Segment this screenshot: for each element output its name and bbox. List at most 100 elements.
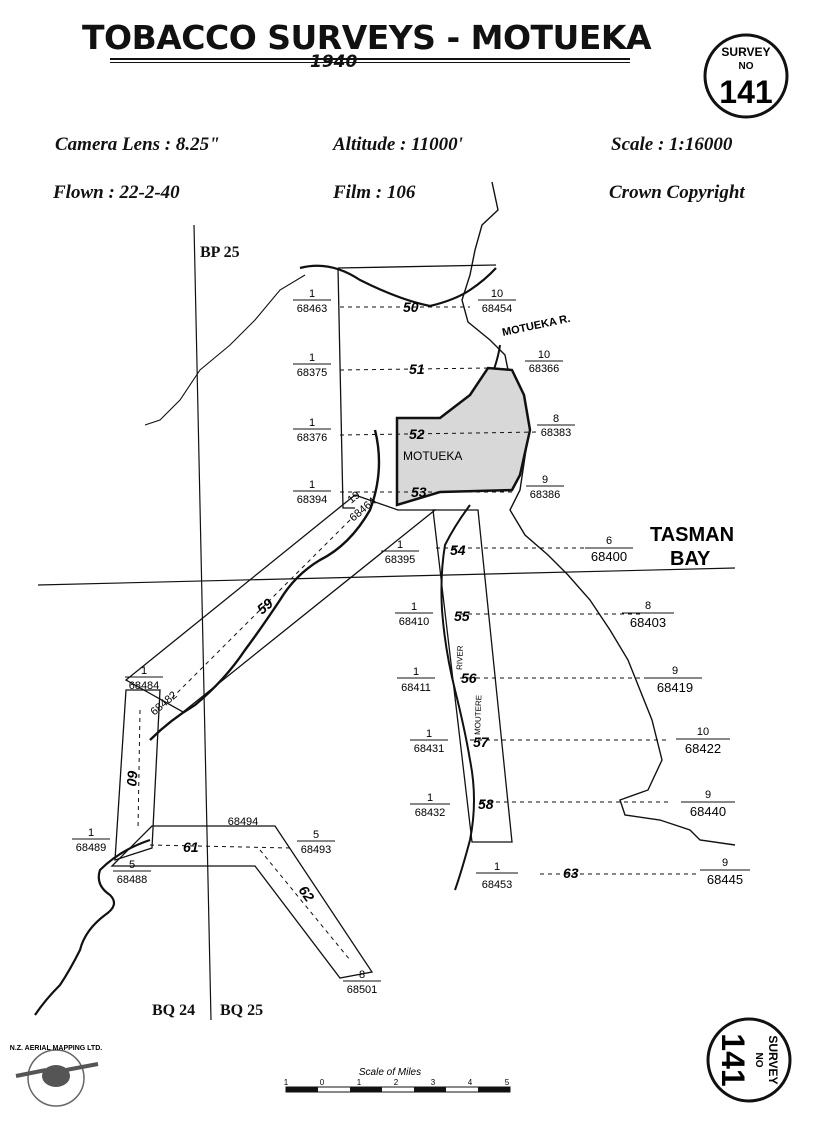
- scale: Scale : 1:16000: [611, 134, 733, 155]
- scale-tick: 3: [431, 1078, 436, 1087]
- bay-label-bay: BAY: [670, 548, 711, 570]
- photo-count: 1: [426, 728, 432, 740]
- scale-tick: 2: [394, 1078, 399, 1087]
- photo-number: 68386: [530, 489, 561, 501]
- photo-number: 68484: [129, 680, 160, 692]
- badge-line2: NO: [739, 61, 754, 72]
- scale-bar-title: Scale of Miles: [359, 1067, 421, 1078]
- photo-number: 68432: [415, 807, 446, 819]
- river-motueka-upper: [299, 264, 497, 308]
- photo-number: 68383: [541, 427, 572, 439]
- photo-count: 10: [538, 349, 550, 361]
- run-label: 57: [473, 734, 490, 750]
- scale-bar: Scale of Miles 1 0 1 2 3 4 5: [284, 1067, 511, 1093]
- photo-number: 68453: [482, 879, 513, 891]
- camera-lens: Camera Lens : 8.25": [55, 134, 220, 155]
- survey-year: 1940: [310, 52, 358, 72]
- survey-strip-60: [114, 689, 161, 861]
- run-label: 54: [450, 542, 466, 558]
- photo-count: 6: [606, 535, 612, 547]
- badge-line1: SURVEY: [721, 45, 770, 59]
- survey-badge-top: SURVEY NO 141: [703, 33, 789, 119]
- photo-count: 1: [427, 792, 433, 804]
- photo-count: 5: [313, 829, 319, 841]
- photo-count: 9: [705, 789, 711, 801]
- photo-number: 68419: [657, 680, 693, 695]
- film: Film : 106: [333, 182, 416, 203]
- run-label: 58: [478, 796, 494, 812]
- photo-count: 1: [494, 861, 500, 873]
- river-label-moutere: MOUTERE: [473, 695, 483, 735]
- photo-number: 68445: [707, 872, 743, 887]
- run-label: 55: [454, 608, 470, 624]
- photo-number: 68440: [690, 804, 726, 819]
- scale-tick: 1: [284, 1078, 289, 1087]
- run-label: 59: [254, 595, 276, 617]
- river-moutere: [440, 504, 475, 891]
- photo-count: 1: [88, 827, 94, 839]
- photo-number: 68454: [482, 303, 513, 315]
- photo-count: 9: [722, 857, 728, 869]
- photo-count: 9: [542, 474, 548, 486]
- badge-line1: SURVEY: [766, 1035, 780, 1084]
- photo-labels: 1 68463 10 68454 1 68375 10 68366 1 6837…: [72, 288, 750, 996]
- run-label: 51: [409, 361, 425, 377]
- title-underline: [110, 58, 630, 60]
- river-label-river: RIVER: [455, 645, 465, 670]
- grid-label-bq24: BQ 24: [152, 1002, 196, 1019]
- map-title: TOBACCO SURVEYS - MOTUEKA: [82, 18, 651, 57]
- photo-number: 68394: [297, 494, 328, 506]
- survey-badge-bottom: SURVEY NO 141: [706, 1017, 792, 1103]
- river-label-motueka: MOTUEKA R.: [501, 313, 571, 339]
- photo-number: 68411: [401, 682, 431, 694]
- photo-number: 68463: [297, 303, 328, 315]
- photo-count: 1: [309, 417, 315, 429]
- coastline: [461, 181, 736, 846]
- photo-number: 68493: [301, 844, 332, 856]
- photo-number: 68422: [685, 741, 721, 756]
- run-label: 50: [403, 299, 419, 315]
- photo-count: 1: [309, 352, 315, 364]
- photo-number: 68488: [117, 874, 148, 886]
- photo-count: 9: [672, 665, 678, 677]
- badge-number: 141: [719, 74, 772, 110]
- photo-number: 68494: [228, 816, 259, 828]
- photo-number: 68375: [297, 367, 328, 379]
- photo-number: 68376: [297, 432, 328, 444]
- flown-date: Flown : 22-2-40: [53, 182, 180, 203]
- photo-count: 1: [309, 479, 315, 491]
- photo-number: 68410: [399, 616, 430, 628]
- photo-count: 8: [553, 413, 559, 425]
- scale-tick: 1: [357, 1078, 362, 1087]
- scale-tick: 4: [468, 1078, 473, 1087]
- photo-count: 1: [411, 601, 417, 613]
- run-label: 61: [183, 839, 199, 855]
- bay-label-tasman: TASMAN: [650, 524, 734, 546]
- town-label: MOTUEKA: [403, 449, 462, 463]
- photo-number: 68431: [414, 743, 445, 755]
- logo-text: N.Z. AERIAL MAPPING LTD.: [10, 1045, 102, 1052]
- grid-label-bp25: BP 25: [200, 244, 240, 261]
- photo-count: 1: [397, 539, 403, 551]
- title-underline-2: [110, 62, 630, 63]
- photo-number: 68395: [385, 554, 416, 566]
- nz-aerial-mapping-logo: N.Z. AERIAL MAPPING LTD.: [10, 1045, 102, 1107]
- survey-boundary-north: [337, 264, 497, 269]
- photo-count: 10: [697, 726, 709, 738]
- photo-number: 68489: [76, 842, 107, 854]
- motueka-town-area: [395, 366, 532, 507]
- scale-tick: 0: [320, 1078, 325, 1087]
- survey-strip-61-62: [110, 825, 374, 979]
- photo-number: 68482: [148, 689, 179, 718]
- photo-count: 1: [309, 288, 315, 300]
- flight-line-dashes: [137, 306, 700, 961]
- photo-count: 10: [491, 288, 503, 300]
- grid-line-vertical: [193, 224, 212, 1021]
- photo-count: 1: [413, 666, 419, 678]
- river-central: [149, 429, 381, 741]
- copyright: Crown Copyright: [609, 182, 745, 203]
- photo-number: 68366: [529, 363, 560, 375]
- photo-number: 68400: [591, 549, 627, 564]
- photo-count: 5: [129, 859, 135, 871]
- survey-strip-59: [124, 494, 437, 713]
